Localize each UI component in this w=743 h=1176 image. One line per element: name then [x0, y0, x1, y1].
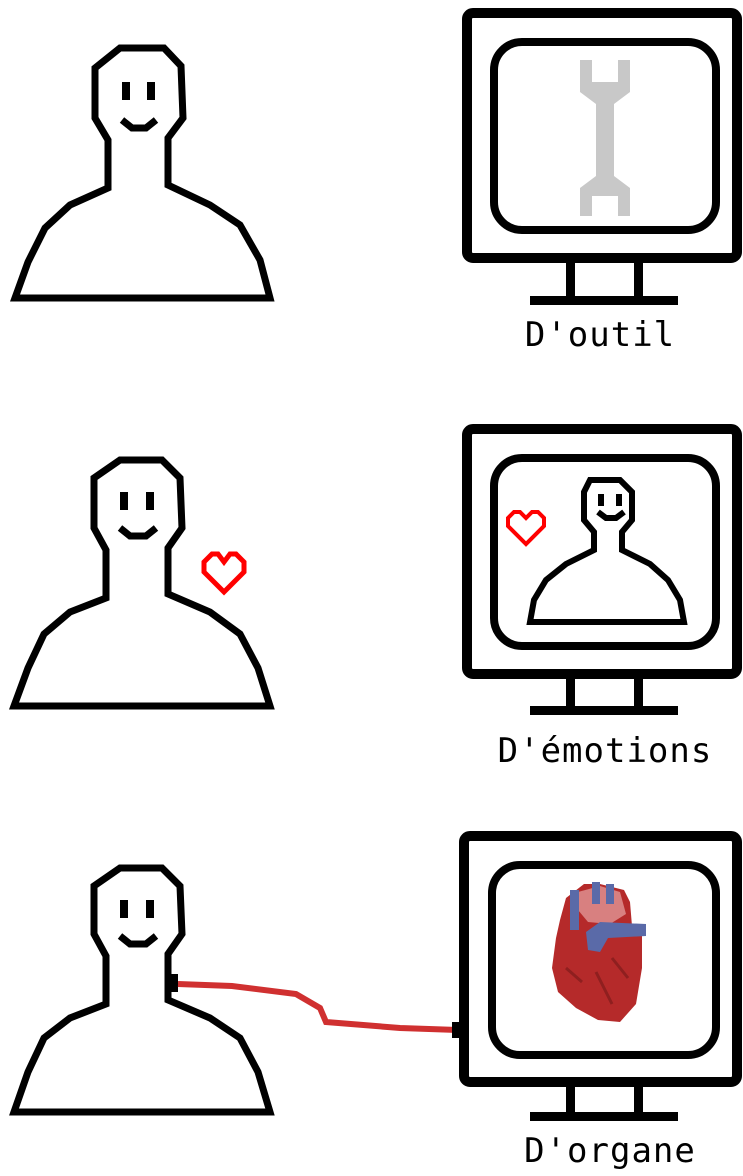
- wrench-icon: [580, 60, 630, 216]
- caption-emotions: D'émotions: [480, 734, 730, 768]
- panel-emotions: D'émotions: [0, 372, 743, 772]
- anatomical-heart-icon: [552, 882, 646, 1022]
- cable: [168, 974, 462, 1038]
- panel-organ-drawing: [0, 772, 743, 1176]
- caption-organ: D'organe: [490, 1134, 730, 1168]
- caption-tool: D'outil: [520, 318, 680, 352]
- monitor: [467, 429, 737, 715]
- panel-emotions-drawing: [0, 372, 743, 772]
- panel-tool: D'outil: [0, 0, 743, 372]
- person-with-heart-icon: [508, 480, 684, 622]
- panel-organ: D'organe: [0, 772, 743, 1176]
- person-figure: [15, 48, 270, 298]
- person-figure: [14, 868, 270, 1112]
- heart-icon: [204, 554, 244, 592]
